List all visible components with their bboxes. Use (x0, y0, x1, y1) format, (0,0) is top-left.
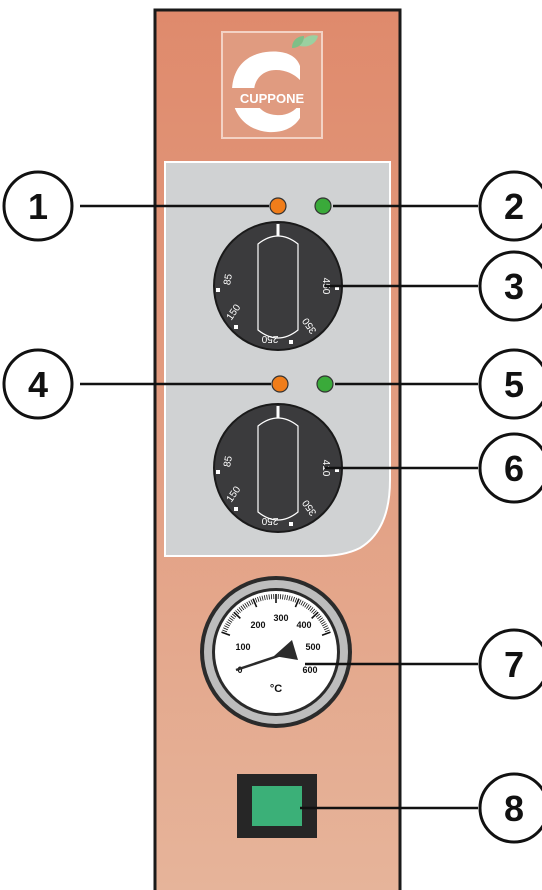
thermometer-tick (259, 596, 262, 602)
dial-upper-label-0: 85 (222, 273, 235, 286)
thermometer-tick (266, 594, 268, 600)
thermometer-tick (230, 615, 235, 620)
thermometer-tick (227, 619, 233, 623)
thermometer-tick (225, 623, 230, 627)
callout-3: 3 (478, 250, 542, 322)
thermometer-tick (252, 598, 258, 608)
green-indicator-lamp-upper (314, 197, 332, 215)
svg-text:2: 2 (504, 186, 524, 227)
thermometer-unit: °C (270, 683, 282, 695)
thermometer-tick (284, 594, 286, 600)
callout-1: 1 (2, 170, 74, 242)
temperature-dial-lower[interactable]: 85 150 250 350 410 (213, 403, 343, 533)
thermometer-tick (226, 621, 232, 625)
thermometer-label-200: 200 (250, 620, 265, 630)
thermometer-tick (224, 625, 229, 629)
thermometer-tick (233, 611, 241, 619)
thermometer-tick (231, 613, 237, 618)
thermometer-tick (302, 601, 306, 607)
thermometer-label-300: 300 (273, 613, 288, 623)
thermometer-tick (294, 597, 298, 603)
thermometer-tick (298, 599, 302, 605)
callout-5: 5 (478, 348, 542, 420)
thermometer-tick (282, 594, 284, 600)
thermometer-tick (236, 608, 241, 613)
thermometer-tick (322, 623, 327, 627)
green-indicator-lamp-lower (316, 375, 334, 393)
temperature-dial-upper[interactable]: 85 150 250 350 450 (213, 221, 343, 351)
thermometer-tick (319, 619, 325, 623)
brand-logo: CUPPONE (221, 31, 323, 139)
thermometer-tick (286, 595, 289, 601)
thermometer-tick (323, 627, 329, 631)
thermometer-tick (223, 627, 229, 631)
thermometer-tick (238, 607, 243, 612)
thermometer-tick (321, 631, 331, 636)
thermometer-tick (235, 610, 240, 615)
thermometer-tick (309, 607, 314, 612)
svg-text:4: 4 (28, 364, 48, 405)
thermometer-tick (304, 602, 308, 608)
orange-indicator-lamp-lower (271, 375, 289, 393)
svg-text:5: 5 (504, 364, 524, 405)
thermometer-tick (248, 600, 252, 606)
thermometer-scale-ticks (221, 594, 331, 636)
thermometer-tick (294, 598, 300, 608)
callout-8: 8 (478, 772, 542, 844)
svg-text:7: 7 (504, 644, 524, 685)
svg-text:1: 1 (28, 186, 48, 227)
callout-7: 7 (478, 628, 542, 700)
thermometer-tick (307, 605, 312, 611)
orange-indicator-lamp-upper (269, 197, 287, 215)
thermometer-tick (229, 617, 234, 621)
thermometer-tick (288, 595, 291, 601)
thermometer-tick (306, 604, 310, 609)
dial-upper-label-2: 250 (261, 333, 278, 344)
thermometer-tick (257, 596, 260, 602)
thermometer-tick (320, 621, 326, 625)
thermometer-tick (263, 595, 266, 601)
thermometer-tick (324, 629, 330, 633)
logo-text: CUPPONE (240, 91, 305, 106)
thermometer-tick (292, 596, 295, 602)
callout-6: 6 (478, 432, 542, 504)
thermometer-label-600: 600 (302, 665, 317, 675)
thermometer-tick (323, 625, 328, 629)
power-switch[interactable] (237, 774, 317, 838)
callout-leaders (80, 204, 478, 810)
thermometer-tick (290, 596, 293, 602)
svg-text:8: 8 (504, 788, 524, 829)
thermometer-label-0: 0 (237, 665, 242, 675)
thermometer-tick (240, 605, 245, 611)
svg-text:3: 3 (504, 266, 524, 307)
thermometer-tick (246, 601, 250, 607)
thermometer-tick (242, 604, 246, 609)
thermometer-tick (318, 617, 323, 621)
svg-text:6: 6 (504, 448, 524, 489)
thermometer-tick (250, 599, 254, 605)
thermometer-label-400: 400 (296, 620, 311, 630)
thermometer-label-500: 500 (305, 642, 320, 652)
dial-lower-label-2: 250 (261, 515, 278, 526)
thermometer-tick (300, 600, 304, 606)
thermometer-tick (268, 594, 270, 600)
thermometer-tick (221, 631, 231, 636)
thermometer-tick (244, 602, 248, 608)
thermometer-tick (311, 611, 319, 619)
callout-2: 2 (478, 170, 542, 242)
thermometer-tick (254, 597, 258, 603)
thermometer-label-100: 100 (235, 642, 250, 652)
thermometer-tick (311, 608, 316, 613)
thermometer-tick (317, 615, 322, 620)
thermometer-tick (222, 629, 228, 633)
dial-lower-label-0: 85 (222, 455, 235, 468)
thermometer-tick (312, 610, 317, 615)
callout-4: 4 (2, 348, 74, 420)
thermometer-tick (261, 595, 264, 601)
thermometer-gauge: 0 100 200 300 400 500 600 °C (200, 576, 352, 728)
thermometer-tick (315, 613, 321, 618)
